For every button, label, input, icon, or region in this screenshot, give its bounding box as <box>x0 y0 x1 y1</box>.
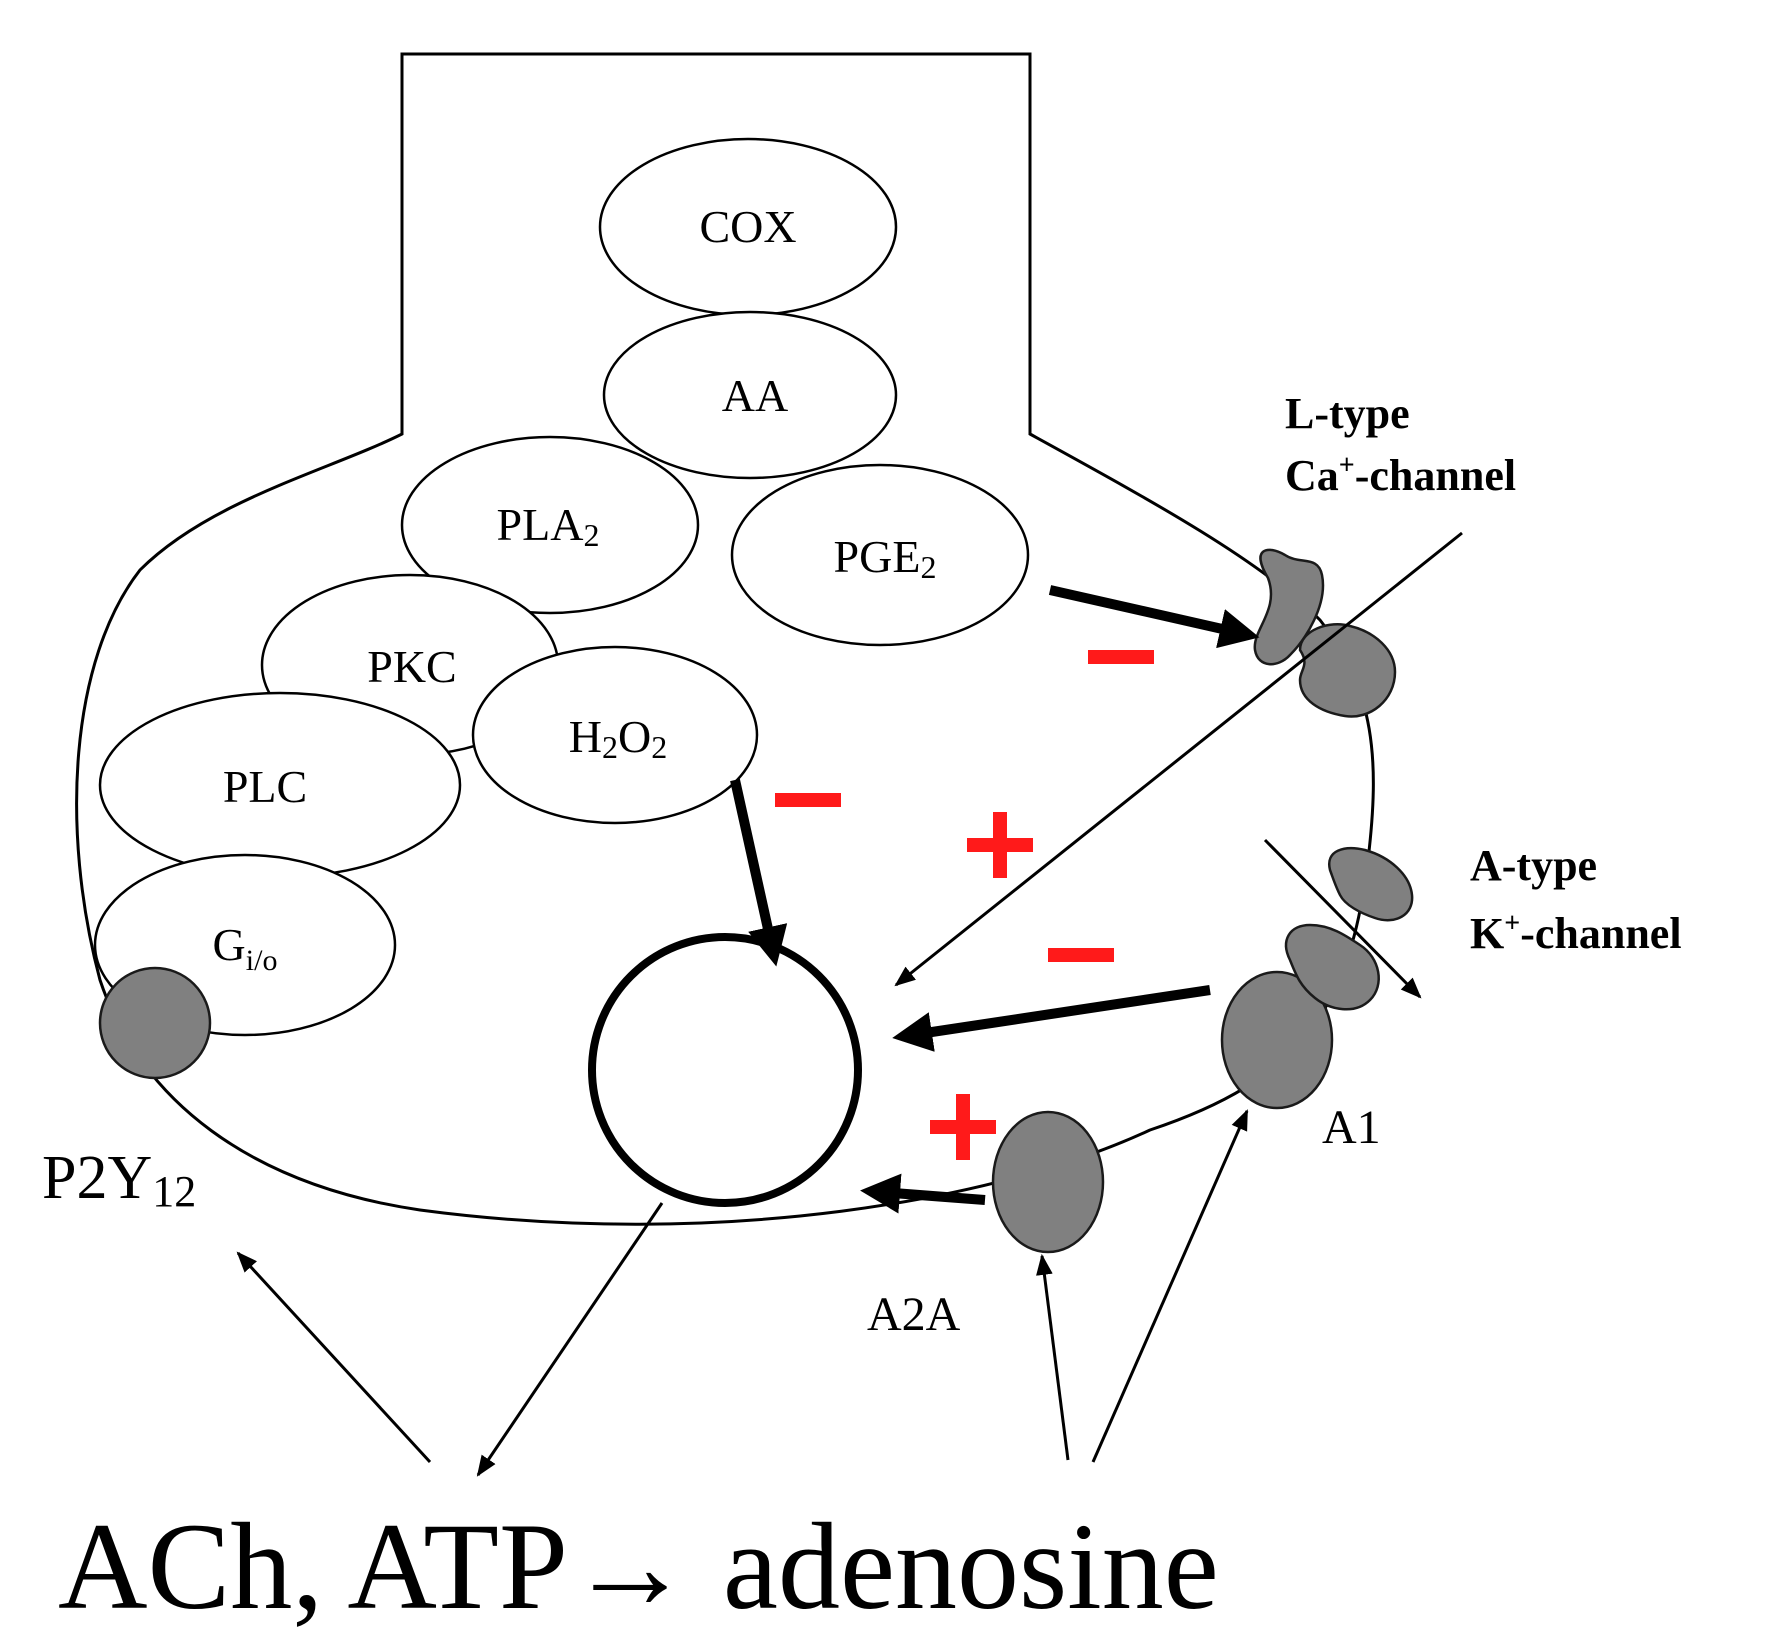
a1-label: A1 <box>1322 1101 1381 1154</box>
l-type-label-line1: L-type <box>1285 389 1410 438</box>
pge2-node: PGE2 <box>730 463 1030 647</box>
l-type-ca-channel <box>1253 548 1397 718</box>
a2a-receptor <box>991 1110 1105 1254</box>
plus-sign-ca <box>967 812 1033 878</box>
plc-node: PLC <box>98 691 462 879</box>
pla2-label: PLA2 <box>497 499 600 553</box>
h2o2-label: H2O2 <box>569 711 667 765</box>
a1-to-vesicle-arrow <box>892 985 1211 1052</box>
pge2-to-ca-arrow <box>1048 585 1260 649</box>
h2o2-to-vesicle-arrow <box>730 778 788 967</box>
p2y12-label: P2Y12 <box>42 1144 196 1216</box>
l-type-transport-line <box>894 531 1463 987</box>
adenosine-to-a1-arrow <box>1091 1109 1249 1463</box>
minus-sign-h2o2 <box>775 793 841 807</box>
pge2-label: PGE2 <box>834 531 937 585</box>
aa-label: AA <box>722 370 788 421</box>
a-type-label-line1: A-type <box>1470 841 1597 890</box>
l-type-label-line2: Ca+-channel <box>1285 450 1516 500</box>
aa-node: AA <box>602 310 898 480</box>
cox-label: COX <box>699 201 796 252</box>
vesicle-release-arrow <box>476 1202 664 1477</box>
pkc-label: PKC <box>367 641 456 692</box>
a2a-label: A2A <box>867 1288 961 1341</box>
gio-label: Gi/o <box>213 919 278 977</box>
plc-label: PLC <box>223 761 307 812</box>
h2o2-node: H2O2 <box>471 645 759 825</box>
a-type-label-line2: K+-channel <box>1470 908 1682 958</box>
pla2-node: PLA2 <box>400 435 700 615</box>
a-type-transport-line <box>1263 838 1422 999</box>
a1-receptor <box>1220 970 1334 1110</box>
cox-node: COX <box>598 137 898 317</box>
a2a-to-vesicle-arrow <box>860 1173 986 1214</box>
plus-sign-a2a <box>930 1094 996 1160</box>
minus-sign-k <box>1048 948 1114 962</box>
vesicle <box>588 933 862 1207</box>
adenosine-to-a2a-arrow <box>1036 1253 1070 1461</box>
ach-atp-adenosine-label: ACh, ATP→ adenosine <box>58 1498 1219 1635</box>
minus-sign-pge2 <box>1088 650 1154 664</box>
ach-atp-to-p2y12-arrow <box>236 1251 432 1464</box>
p2y12-receptor <box>98 966 212 1080</box>
a-type-k-channel <box>1284 846 1414 1011</box>
